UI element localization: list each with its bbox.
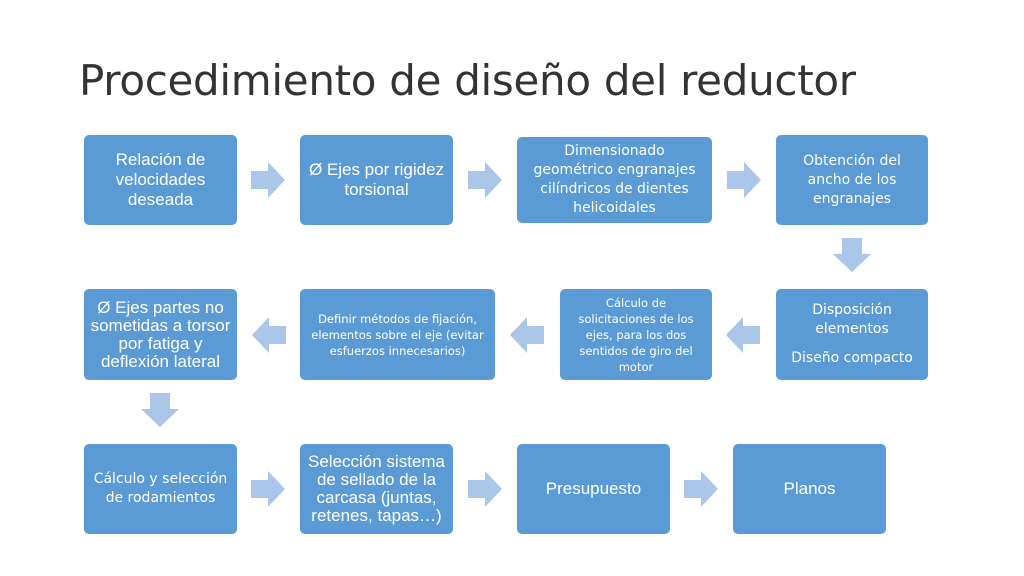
arrow-right-icon — [468, 162, 502, 198]
step-label: Obtención del ancho de los engranajes — [803, 152, 901, 207]
step-label: Disposición elementos — [812, 302, 892, 337]
slide-title: Procedimiento de diseño del reductor — [79, 56, 856, 105]
step-relacion-velocidades[interactable]: Relación de velocidades deseada — [84, 135, 237, 225]
arrow-down-icon — [141, 393, 179, 427]
arrow-right-icon — [251, 162, 285, 198]
step-ejes-fatiga[interactable]: Ø Ejes partes no sometidas a torsor por … — [84, 289, 237, 380]
step-label: Presupuesto — [545, 479, 642, 498]
step-calculo-solicitaciones[interactable]: Cálculo de solicitaciones de los ejes, p… — [560, 289, 712, 380]
step-label: Planos — [783, 479, 836, 498]
step-label: Selección sistema de sellado de la carca… — [308, 452, 446, 525]
arrow-left-icon — [252, 317, 286, 353]
step-sistema-sellado[interactable]: Selección sistema de sellado de la carca… — [300, 444, 453, 534]
arrow-right-icon — [727, 162, 761, 198]
arrow-right-icon — [684, 471, 718, 507]
step-dimensionado-engranajes[interactable]: Dimensionado geométrico engranajes cilín… — [517, 137, 712, 223]
arrow-right-icon — [468, 471, 502, 507]
step-ejes-rigidez-torsional[interactable]: Ø Ejes por rigidez torsional — [300, 135, 453, 225]
step-label: Cálculo y selección de rodamientos — [93, 471, 228, 506]
step-label: Definir métodos de fijación, elementos s… — [311, 311, 484, 358]
step-sublabel: Diseño compacto — [791, 350, 913, 366]
step-label: Ø Ejes por rigidez torsional — [308, 160, 445, 199]
step-planos[interactable]: Planos — [733, 444, 886, 534]
step-label: Ø Ejes partes no sometidas a torsor por … — [90, 297, 231, 371]
step-label: Cálculo de solicitaciones de los ejes, p… — [578, 295, 694, 374]
step-rodamientos[interactable]: Cálculo y selección de rodamientos — [84, 444, 237, 534]
step-label: Relación de velocidades deseada — [115, 150, 206, 209]
step-metodos-fijacion[interactable]: Definir métodos de fijación, elementos s… — [300, 289, 495, 380]
step-ancho-engranajes[interactable]: Obtención del ancho de los engranajes — [776, 135, 928, 225]
arrow-right-icon — [251, 471, 285, 507]
arrow-left-icon — [510, 317, 544, 353]
step-presupuesto[interactable]: Presupuesto — [517, 444, 670, 534]
arrow-down-icon — [833, 238, 871, 272]
arrow-left-icon — [726, 317, 760, 353]
step-disposicion-elementos[interactable]: Disposición elementos Diseño compacto — [776, 289, 928, 380]
step-label: Dimensionado geométrico engranajes cilín… — [533, 143, 696, 216]
